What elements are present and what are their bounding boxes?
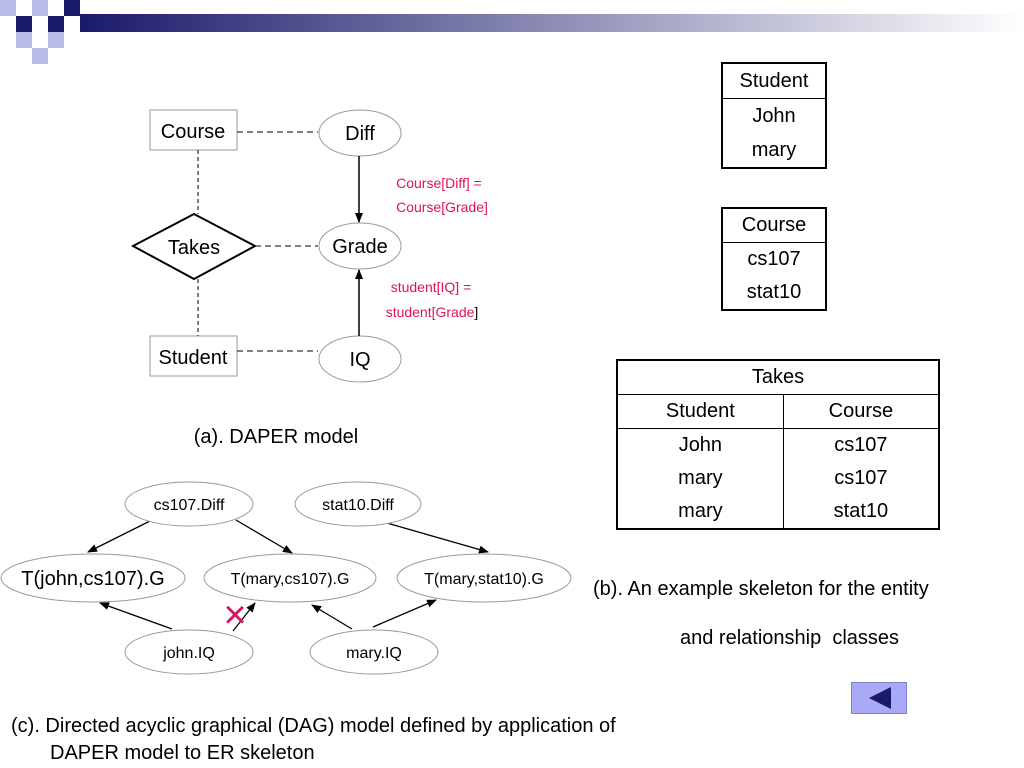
attr-iq-node	[318, 335, 402, 383]
dag-node-t-mary-stat10-label: T(mary,stat10).G	[424, 571, 544, 588]
caption-dag-line1: (c). Directed acyclic graphical (DAG) mo…	[11, 715, 616, 737]
deco-square	[64, 0, 80, 16]
constraint-iq-bracket: ]	[474, 304, 478, 320]
dag-node-mary-iq	[309, 629, 439, 675]
title-decoration	[0, 0, 1024, 64]
takes-table-title: Takes	[617, 360, 939, 395]
dag-node-john-iq-label: john.IQ	[162, 645, 215, 662]
caption-daper: (a). DAPER model	[194, 426, 359, 448]
caption-skeleton-line1: (b). An example skeleton for the entity	[593, 578, 929, 600]
student-table-header: Student	[722, 63, 826, 99]
title-gradient-bar	[80, 14, 1024, 32]
course-table-cell: stat10	[746, 281, 802, 303]
takes-table: Takes Student Course John cs107 mary cs1…	[616, 359, 940, 530]
deco-square	[48, 16, 64, 32]
dag-node-t-mary-stat10	[396, 553, 572, 603]
dag-node-t-john-cs107-label: T(john,cs107).G	[21, 568, 164, 590]
entity-course-box	[149, 109, 238, 151]
dag-edge	[87, 519, 153, 553]
constraint-iq-line2-text: student[Grade	[386, 304, 475, 320]
dag-node-mary-iq-label: mary.IQ	[346, 645, 402, 662]
dag-node-stat10-diff-label: stat10.Diff	[322, 497, 394, 514]
dag-node-t-john-cs107	[0, 553, 186, 603]
dag-node-cs107-diff	[124, 481, 254, 527]
entity-student-box	[149, 335, 238, 377]
entity-student-label: Student	[159, 347, 228, 369]
dag-edge	[99, 602, 173, 630]
attr-grade-label: Grade	[332, 236, 388, 258]
dag-edge	[311, 604, 353, 630]
takes-cell: cs107	[834, 467, 888, 489]
dag-edge	[372, 599, 437, 628]
constraint-iq-line2: student[Grade]	[386, 304, 479, 320]
takes-cell: John	[617, 428, 784, 462]
student-table-cell: John	[752, 104, 796, 127]
course-table-cell: cs107	[747, 248, 801, 270]
takes-cell: stat10	[833, 500, 889, 522]
attr-diff-label: Diff	[345, 123, 375, 145]
deco-square	[16, 16, 32, 32]
dag-edge	[379, 520, 489, 554]
relationship-takes-diamond	[130, 212, 258, 281]
dag-node-t-mary-cs107	[203, 553, 377, 603]
table-row: mary cs107	[617, 462, 939, 495]
back-button[interactable]	[851, 682, 907, 714]
takes-col-header-student: Student	[617, 394, 784, 429]
caption-dag-line2: DAPER model to ER skeleton	[50, 742, 315, 764]
deco-square	[0, 0, 16, 16]
constraint-diff-line2: Course[Grade]	[396, 199, 488, 215]
dag-edge	[232, 602, 256, 632]
deco-square	[32, 48, 48, 64]
student-table-cell: mary	[751, 138, 797, 161]
course-table-header: Course	[722, 208, 826, 243]
attr-diff-node	[318, 109, 402, 157]
constraint-diff-line1: Course[Diff] =	[396, 175, 482, 191]
takes-cell: mary	[617, 462, 784, 495]
dag-node-cs107-diff-label: cs107.Diff	[154, 497, 225, 514]
dag-node-stat10-diff	[294, 481, 422, 527]
constraint-iq-line1: student[IQ] =	[391, 279, 472, 295]
course-table: Course cs107 stat10	[721, 207, 827, 311]
dag-node-john-iq	[124, 629, 254, 675]
takes-col-header-course: Course	[783, 394, 939, 429]
student-table: Student John mary	[721, 62, 827, 169]
takes-cell: cs107	[834, 434, 888, 456]
deco-square	[48, 32, 64, 48]
daper-model: Course Student Takes Diff Grade IQ Cours…	[130, 109, 488, 383]
deco-square	[32, 0, 48, 16]
table-row: mary stat10	[617, 495, 939, 529]
dag-edge	[235, 519, 293, 554]
deco-square	[16, 32, 32, 48]
left-triangle-icon	[869, 687, 891, 709]
relationship-takes-label: Takes	[168, 237, 220, 259]
cross-mark-icon: ×	[223, 593, 246, 637]
dag-model: cs107.Diff stat10.Diff T(john,cs107).G T…	[0, 481, 572, 675]
attr-iq-label: IQ	[349, 349, 370, 371]
dag-node-t-mary-cs107-label: T(mary,cs107).G	[231, 571, 350, 588]
entity-course-label: Course	[161, 121, 225, 143]
table-row: John cs107	[617, 428, 939, 462]
caption-skeleton-line2: and relationship classes	[680, 627, 900, 649]
takes-cell: mary	[617, 495, 784, 529]
